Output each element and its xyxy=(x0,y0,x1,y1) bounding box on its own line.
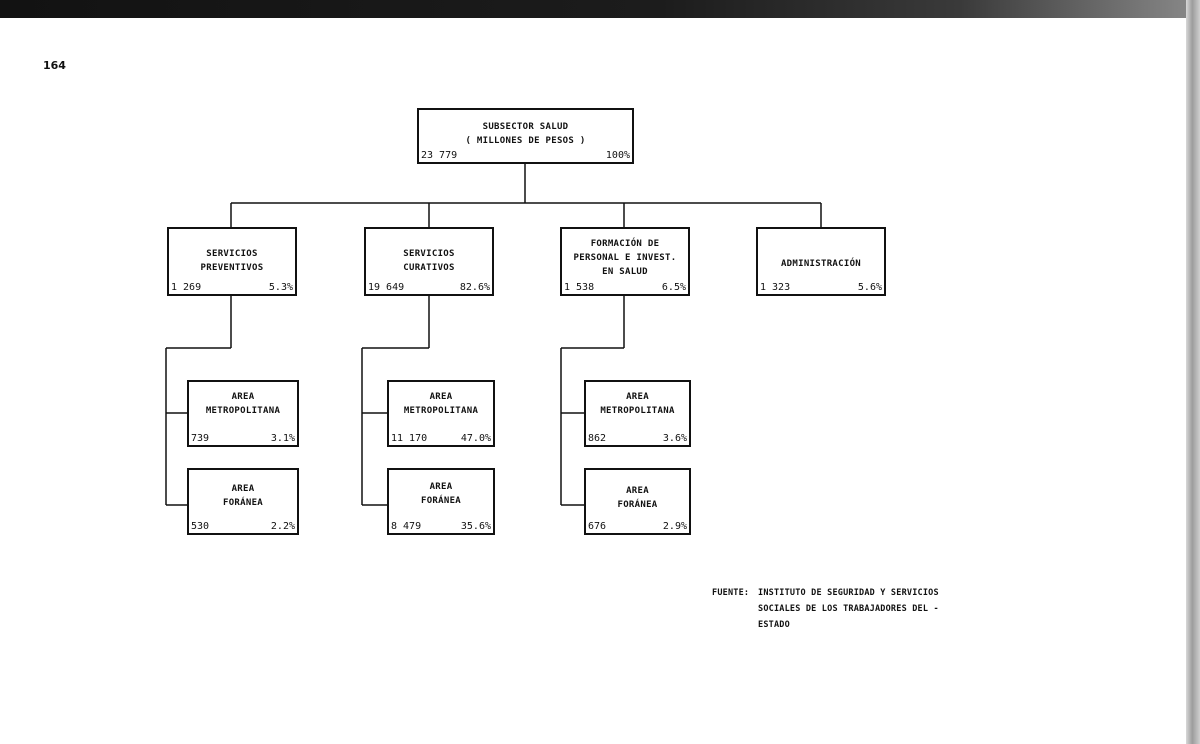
category-label-line: PREVENTIVOS xyxy=(200,263,264,273)
area-value: 739 xyxy=(191,433,210,444)
area-percent: 47.0% xyxy=(460,433,491,444)
category-value: 1 323 xyxy=(760,282,791,293)
area-percent: 35.6% xyxy=(460,521,491,532)
area-value: 676 xyxy=(588,521,607,532)
area-value: 530 xyxy=(191,521,210,532)
category-percent: 5.3% xyxy=(268,282,293,293)
category-value: 1 269 xyxy=(171,282,202,293)
area-label-line: FORÁNEA xyxy=(617,500,658,510)
source-text: INSTITUTO DE SEGURIDAD Y SERVICIOS SOCIA… xyxy=(758,585,998,633)
root-subtitle: ( MILLONES DE PESOS ) xyxy=(465,136,586,146)
category-box-administracion: ADMINISTRACIÓN 1 323 5.6% xyxy=(756,227,886,296)
area-percent: 2.9% xyxy=(662,521,687,532)
area-label-line: FORÁNEA xyxy=(420,496,462,506)
area-label-line: AREA xyxy=(231,484,255,494)
area-box-preventivos-foranea: AREA FORÁNEA 530 2.2% xyxy=(187,468,299,535)
category-label-line: FORMACIÓN DE xyxy=(590,239,660,249)
area-box-preventivos-metropolitana: AREA METROPOLITANA 739 3.1% xyxy=(187,380,299,447)
area-label-line: METROPOLITANA xyxy=(205,406,281,416)
category-value: 19 649 xyxy=(368,282,405,293)
area-label-line: AREA xyxy=(429,482,453,492)
root-title: SUBSECTOR SALUD xyxy=(482,122,569,132)
area-label-line: AREA xyxy=(429,392,453,402)
area-label-line: AREA xyxy=(626,486,649,496)
area-percent: 3.6% xyxy=(662,433,687,444)
category-box-preventivos: SERVICIOS PREVENTIVOS 1 269 5.3% xyxy=(167,227,297,296)
category-value: 1 538 xyxy=(564,282,595,293)
area-value: 8 479 xyxy=(391,521,422,532)
category-label-line: ADMINISTRACIÓN xyxy=(780,259,862,269)
category-label-line: CURATIVOS xyxy=(403,263,455,273)
category-percent: 82.6% xyxy=(459,282,490,293)
area-label-line: FORÁNEA xyxy=(222,498,264,508)
area-box-curativos-foranea: AREA FORÁNEA 8 479 35.6% xyxy=(387,468,495,535)
source-line: INSTITUTO DE SEGURIDAD Y SERVICIOS xyxy=(758,588,939,598)
category-box-curativos: SERVICIOS CURATIVOS 19 649 82.6% xyxy=(364,227,494,296)
source-line: SOCIALES DE LOS TRABAJADORES DEL - xyxy=(758,604,939,614)
area-value: 862 xyxy=(588,433,607,444)
area-label-line: AREA xyxy=(626,392,649,402)
category-percent: 5.6% xyxy=(857,282,882,293)
source-line: ESTADO xyxy=(758,620,790,630)
page-number: 164 xyxy=(43,59,66,72)
area-box-formacion-metropolitana: AREA METROPOLITANA 862 3.6% xyxy=(584,380,691,447)
area-percent: 2.2% xyxy=(270,521,295,532)
scan-right-edge xyxy=(1186,0,1200,744)
area-box-formacion-foranea: AREA FORÁNEA 676 2.9% xyxy=(584,468,691,535)
area-label-line: AREA xyxy=(231,392,255,402)
category-label-line: SERVICIOS xyxy=(206,249,258,259)
category-label-line: PERSONAL E INVEST. xyxy=(573,253,677,263)
area-label-line: METROPOLITANA xyxy=(600,406,675,416)
category-box-formacion: FORMACIÓN DE PERSONAL E INVEST. EN SALUD… xyxy=(560,227,690,296)
root-box-subsector-salud: SUBSECTOR SALUD ( MILLONES DE PESOS ) 23… xyxy=(417,108,634,164)
scan-top-edge xyxy=(0,0,1200,18)
area-value: 11 170 xyxy=(391,433,428,444)
source-label: FUENTE: xyxy=(712,588,750,598)
category-label-line: EN SALUD xyxy=(602,267,648,277)
area-label-line: METROPOLITANA xyxy=(403,406,479,416)
area-box-curativos-metropolitana: AREA METROPOLITANA 11 170 47.0% xyxy=(387,380,495,447)
category-percent: 6.5% xyxy=(661,282,686,293)
root-percent: 100% xyxy=(605,150,630,161)
area-percent: 3.1% xyxy=(270,433,295,444)
root-value: 23 779 xyxy=(421,150,458,161)
category-label-line: SERVICIOS xyxy=(403,249,455,259)
